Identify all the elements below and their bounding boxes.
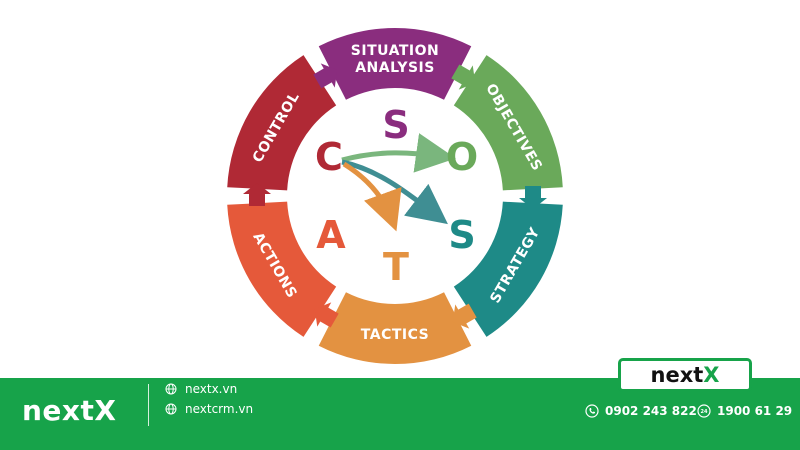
- brand-logo[interactable]: nextX: [22, 394, 117, 427]
- cycle-arrow: [313, 63, 338, 89]
- phone-number-hotline[interactable]: 24 1900 61 29: [697, 404, 792, 418]
- website-link-label: nextx.vn: [185, 382, 238, 396]
- cycle-arrow: [452, 303, 477, 329]
- globe-icon: [165, 403, 177, 415]
- segment-control: [227, 55, 337, 191]
- phone-number-label: 0902 243 822: [605, 404, 697, 418]
- segment-ring: [227, 27, 563, 365]
- segment-objectives: [453, 55, 563, 191]
- website-link-nextcrm[interactable]: nextcrm.vn: [165, 402, 253, 416]
- segment-situation-analysis: [318, 27, 472, 100]
- segment-label-tactics: TACTICS: [361, 327, 429, 343]
- flow-arrow-to-tactics: [342, 161, 402, 232]
- phone-number-mobile[interactable]: 0902 243 822: [585, 404, 697, 418]
- letter-t-tactics: T: [383, 245, 409, 289]
- globe-icon: [165, 383, 177, 395]
- phone-icon: [585, 404, 599, 418]
- segment-strategy: [453, 201, 563, 337]
- website-link-label: nextcrm.vn: [185, 402, 254, 416]
- cycle-arrow: [314, 302, 339, 328]
- letter-a-actions: A: [316, 213, 346, 257]
- cycle-arrow: [451, 64, 476, 90]
- letter-o-objectives: O: [446, 135, 478, 179]
- segment-tactics: [318, 292, 472, 365]
- website-link-nextx[interactable]: nextx.vn: [165, 382, 237, 396]
- letter-s-situation: S: [382, 103, 409, 147]
- svg-text:24: 24: [701, 409, 708, 415]
- letter-c-control: C: [315, 135, 343, 179]
- cycle-arrow: [519, 186, 547, 209]
- hotline-icon: 24: [697, 404, 711, 418]
- flow-arrow-to-objectives: [341, 133, 456, 173]
- phone-number-label: 1900 61 29: [717, 404, 793, 418]
- cycle-arrows: [243, 63, 547, 329]
- cycle-arrow: [243, 183, 271, 206]
- letter-s-strategy: S: [448, 213, 475, 257]
- flow-arrow-to-strategy: [341, 159, 448, 225]
- footer-divider: [148, 384, 149, 426]
- segment-actions: [227, 201, 337, 337]
